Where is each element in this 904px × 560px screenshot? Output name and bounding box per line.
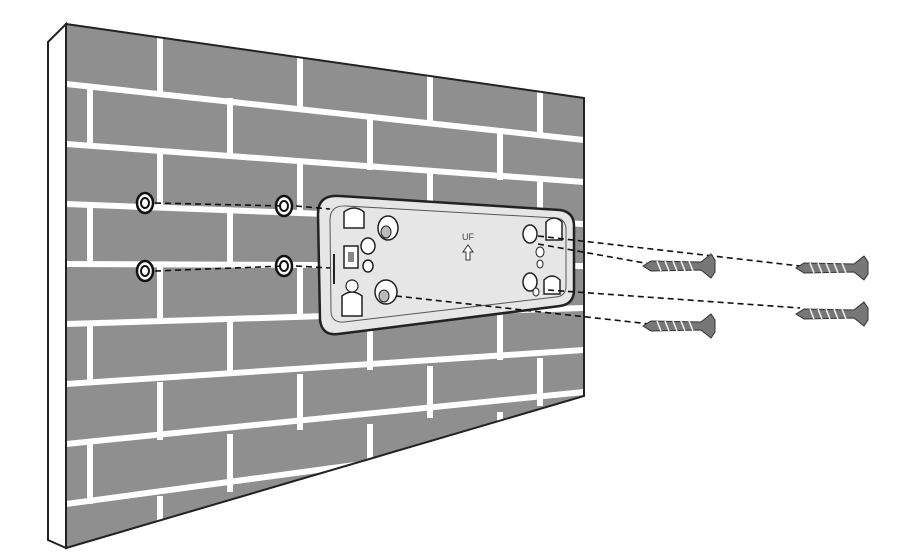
screws (642, 253, 869, 339)
guide-lines (154, 202, 801, 325)
plate-label: UF (462, 232, 474, 242)
screw-upper-far (795, 255, 869, 281)
anchor-bottom-left (135, 259, 155, 283)
screw-lower-near (642, 313, 716, 339)
screw-upper-near (642, 253, 716, 279)
wall-mounting-plate: UF (316, 194, 576, 336)
anchor-top-left (135, 191, 155, 215)
wall-side (47, 21, 67, 550)
screw-lower-far (795, 301, 869, 327)
